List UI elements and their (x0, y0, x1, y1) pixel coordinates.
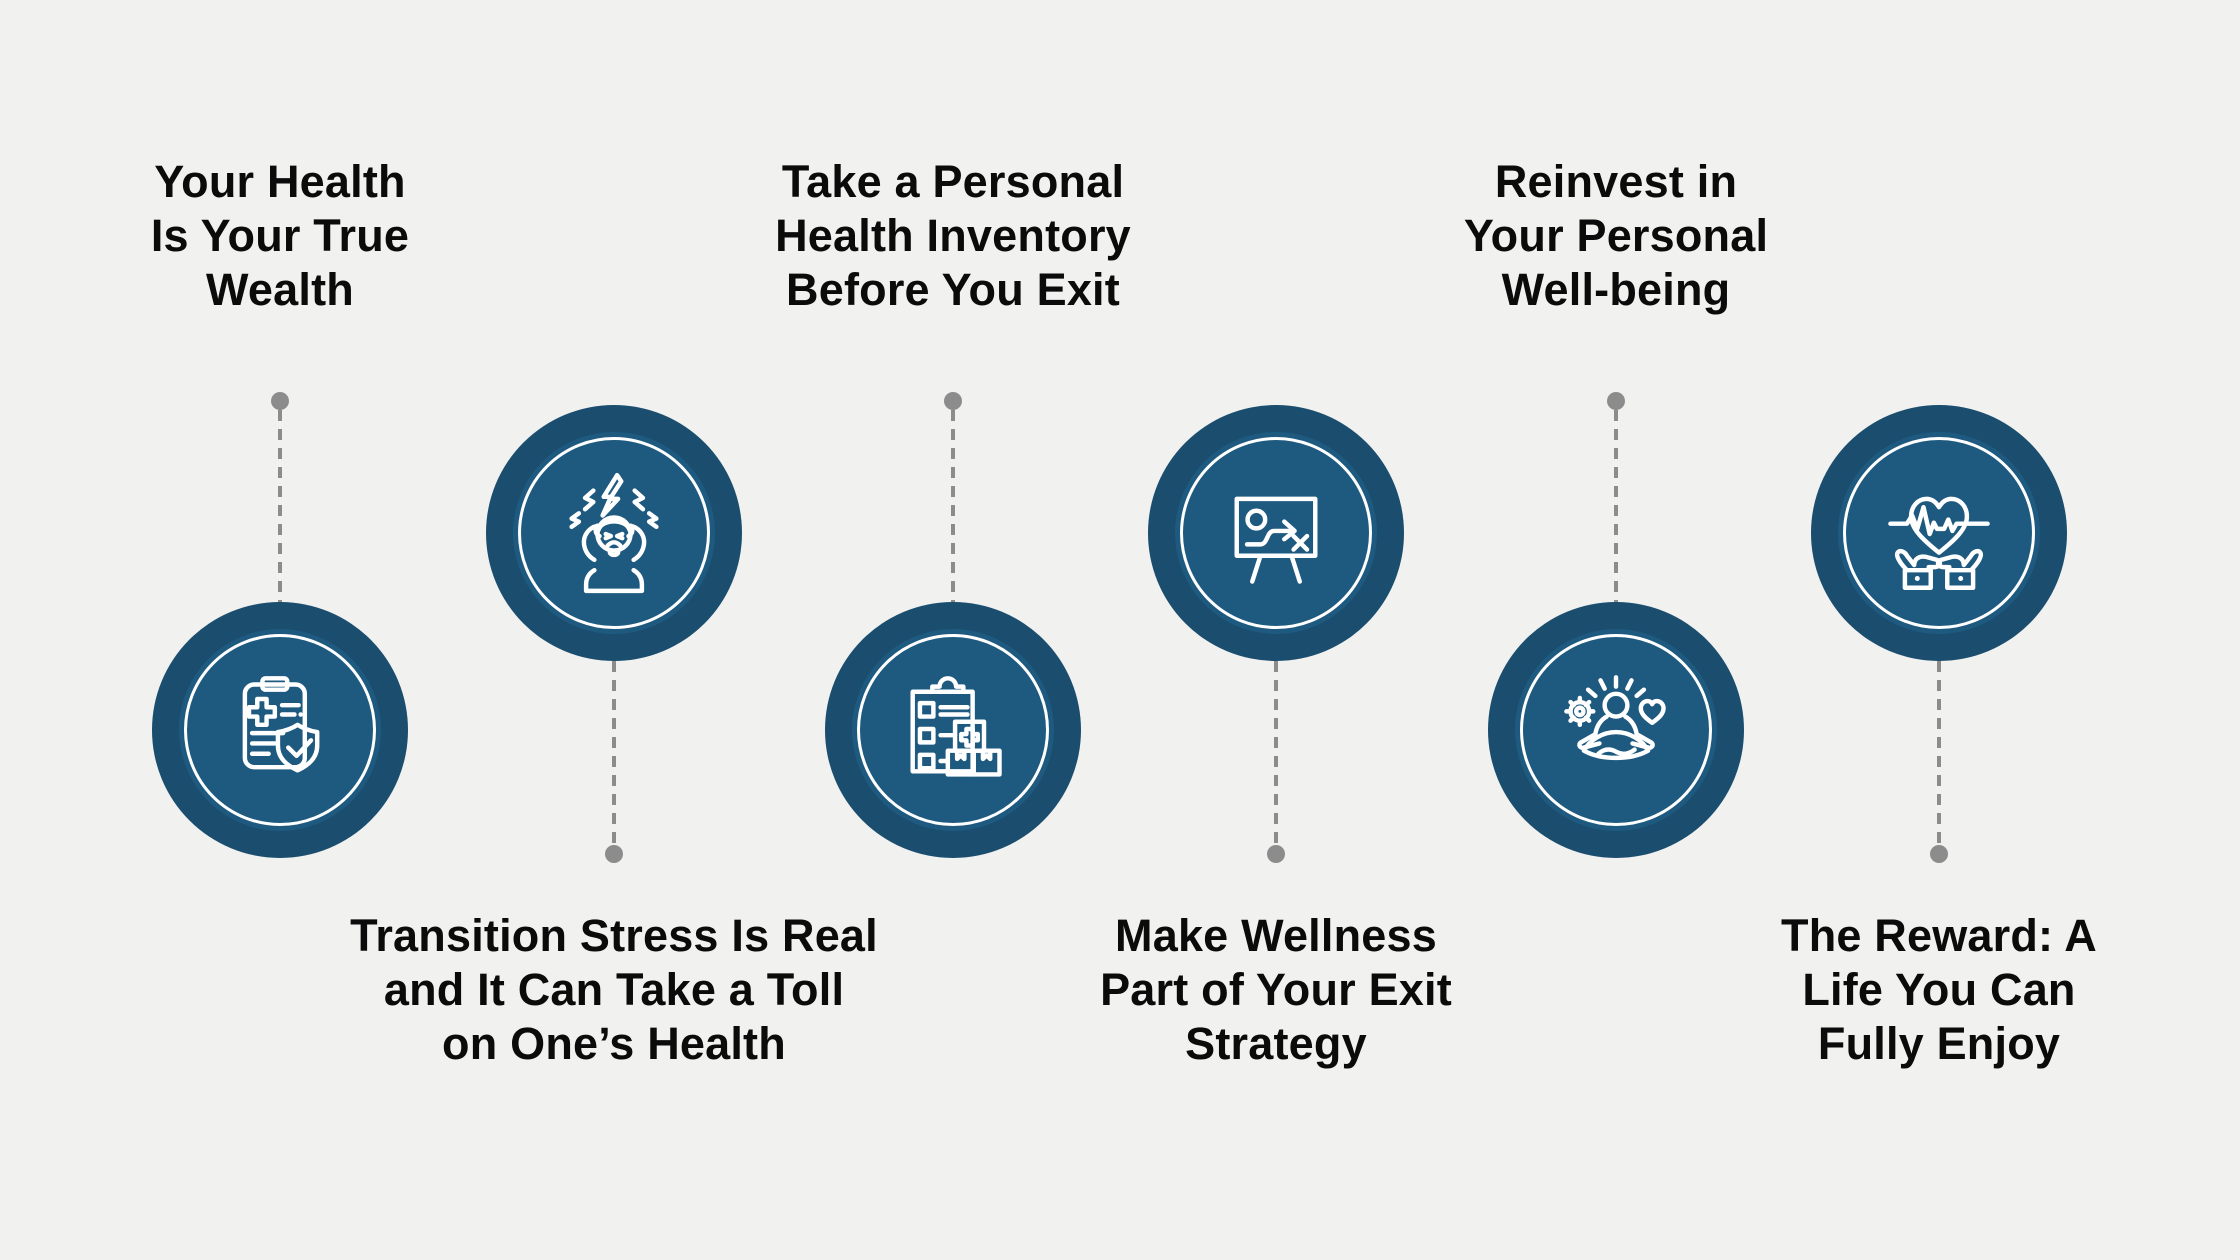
label-line: and It Can Take a Toll (383, 964, 845, 1015)
icon-circle (1148, 405, 1404, 661)
connector-dot (944, 392, 962, 410)
health-inventory-clipboard-icon (910, 676, 1002, 777)
connector-dot (1930, 845, 1948, 863)
label-line: Reinvest in (1494, 156, 1738, 207)
label-line: Strategy (1185, 1018, 1367, 1069)
connector-dot (1607, 392, 1625, 410)
connector-dashed-line (1274, 661, 1278, 844)
connector-dot (1267, 845, 1285, 863)
icon-circle (486, 405, 742, 661)
icon-circle-inner (179, 629, 381, 831)
medical-checklist-shield-icon (242, 676, 320, 773)
item-label: Transition Stress Is Real and It Can Tak… (334, 909, 894, 1071)
label-line: Fully Enjoy (1817, 1018, 2061, 1069)
stressed-person-icon (569, 472, 659, 594)
item-label: Reinvest in Your Personal Well-being (1336, 155, 1896, 317)
icon-circle-inner (1515, 629, 1717, 831)
label-line: Life You Can (1802, 964, 2076, 1015)
connector-dashed-line (951, 410, 955, 602)
label-line: Is Your True (150, 210, 410, 261)
connector-dashed-line (1614, 410, 1618, 602)
icon-circle-inner (852, 629, 1054, 831)
meditation-wellbeing-icon (1564, 675, 1666, 761)
label-line: Well-being (1501, 264, 1731, 315)
icon-circle-inner (513, 432, 715, 634)
label-line: Take a Personal (781, 156, 1125, 207)
label-line: Transition Stress Is Real (350, 910, 878, 961)
label-line: Before You Exit (786, 264, 1120, 315)
icon-circle-inner (1175, 432, 1377, 634)
label-line: The Reward: A (1781, 910, 2097, 961)
icon-circle (1488, 602, 1744, 858)
label-line: Health Inventory (775, 210, 1131, 261)
icon-circle-inner (1838, 432, 2040, 634)
icon-circle (825, 602, 1081, 858)
icon-circle (1811, 405, 2067, 661)
label-line: Your Health (154, 156, 406, 207)
label-line: Wealth (206, 264, 354, 315)
heart-in-hands-icon (1888, 496, 1990, 590)
strategy-board-icon (1234, 496, 1318, 584)
label-line: Your Personal (1463, 210, 1769, 261)
icon-circle (152, 602, 408, 858)
item-label: Take a Personal Health Inventory Before … (673, 155, 1233, 317)
item-label: Make Wellness Part of Your Exit Strategy (996, 909, 1556, 1071)
item-label: The Reward: A Life You Can Fully Enjoy (1659, 909, 2219, 1071)
label-line: Make Wellness (1115, 910, 1437, 961)
connector-dashed-line (612, 661, 616, 844)
connector-dashed-line (278, 410, 282, 602)
label-line: Part of Your Exit (1100, 964, 1452, 1015)
connector-dashed-line (1937, 661, 1941, 844)
item-label: Your Health Is Your True Wealth (0, 155, 560, 317)
label-line: on One’s Health (442, 1018, 786, 1069)
connector-dot (271, 392, 289, 410)
connector-dot (605, 845, 623, 863)
